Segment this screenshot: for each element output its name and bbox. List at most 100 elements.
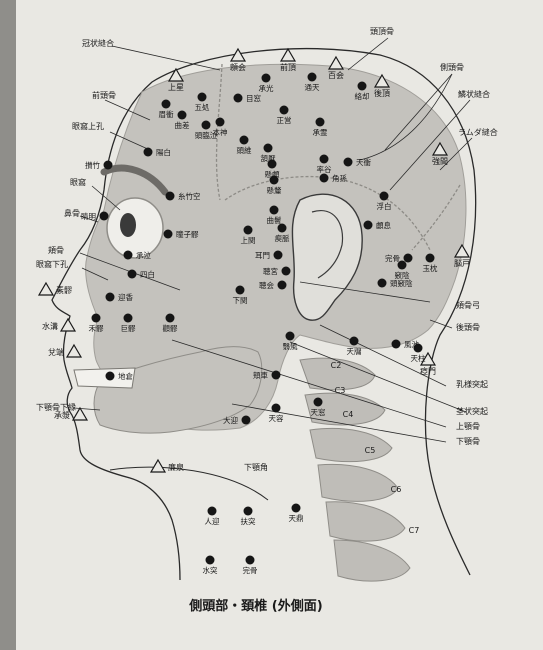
mandible-body [93, 346, 263, 434]
eye [120, 213, 136, 237]
point-dot-geikou [105, 292, 115, 302]
point-dot-tenyou [271, 403, 281, 413]
point-label-suikou: 水溝 [42, 321, 58, 331]
point-label-kanhyou: 完骨 [243, 565, 258, 575]
point-label-fuhaku: 浮白 [377, 201, 392, 211]
point-label-jousei: 上星 [168, 83, 184, 92]
point-label-kenro: 懸顱 [265, 169, 280, 179]
point-marker-datan [65, 343, 83, 358]
point-label-gekan: 下関 [233, 296, 248, 305]
point-label-kenryou: 顴髎 [163, 323, 178, 333]
point-label-bisou: 眉衝 [159, 109, 174, 119]
anatomy-label-orbit: 眼窩 [70, 177, 86, 187]
point-dot-koryou [123, 313, 133, 323]
point-label-yoohaku: 陽白 [156, 147, 171, 157]
point-dot-jokan [243, 225, 253, 235]
point-dot-gyokuchin [425, 253, 435, 263]
point-dot-sanchiku [103, 160, 113, 170]
point-dot-kyokubin [269, 205, 279, 215]
point-label-kankotsu: 完骨 [385, 253, 400, 263]
point-label-suitotsu: 水突 [203, 565, 218, 575]
ear-inner-fold [311, 210, 344, 279]
point-dot-zuirinkyu [201, 120, 211, 130]
point-label-karyou: 禾髎 [89, 324, 104, 333]
point-label-datan: 兌端 [48, 347, 64, 357]
point-dot-tensou [313, 397, 323, 407]
anatomy-label-temporal-bone: 側頭骨 [440, 62, 464, 72]
point-label-chiso: 地倉 [118, 371, 133, 381]
anatomy-label-mastoid-process: 乳様突起 [456, 379, 488, 389]
point-dot-zuikyouin [377, 278, 387, 288]
point-label-choukyuu: 聴宮 [263, 266, 278, 276]
point-marker-nouko [453, 243, 471, 258]
point-label-honjin: 本神 [213, 127, 228, 137]
point-dot-rakkyaku [357, 81, 367, 91]
point-label-gosho: 五処 [195, 102, 210, 112]
point-label-jingei: 人迎 [205, 516, 220, 526]
anatomy-label-maxilla: 上顎骨 [456, 422, 480, 431]
point-dot-kyouin [397, 260, 407, 270]
point-dot-kenro [267, 159, 277, 169]
point-marker-hyakue [327, 55, 345, 70]
point-label-kyousha: 頬車 [253, 370, 268, 380]
point-marker-kyouken [431, 141, 449, 156]
point-label-tenshou: 天衝 [356, 157, 371, 167]
vertebra-label-c2: C2 [331, 361, 342, 370]
point-dot-shousho [315, 117, 325, 127]
point-dot-choue [277, 280, 287, 290]
point-dot-shichikuku [165, 191, 175, 201]
point-label-shousho: 承霊 [313, 128, 328, 137]
point-dot-jimon [273, 250, 283, 260]
point-dot-tenchuu [413, 343, 423, 353]
anatomy-label-supraorbital-foramen: 眼窩上孔 [72, 121, 104, 131]
anatomy-label-styloid-process: 茎状突起 [456, 406, 488, 416]
point-dot-honjin [215, 117, 225, 127]
point-label-zuirinkyu: 頭臨泣 [195, 130, 218, 140]
anatomy-label-parietal-bone: 頭頂骨 [370, 27, 394, 36]
temporal-leader [359, 73, 453, 161]
point-dot-shihaku [127, 269, 137, 279]
point-label-jokan: 上関 [241, 236, 256, 245]
page-gutter-shadow [0, 0, 16, 650]
point-dot-mokusou [233, 93, 243, 103]
point-label-futotsu: 扶突 [241, 516, 256, 526]
point-label-kyokubin: 曲鬢 [267, 215, 282, 225]
anatomy-label-mandible-lower-edge: 下顎骨下縁 [36, 402, 76, 412]
point-label-soryou: 素髎 [56, 285, 72, 295]
teeth-row [73, 367, 136, 389]
point-label-mokusou: 目窓 [246, 93, 261, 103]
point-label-rensen: 廉泉 [168, 462, 184, 472]
point-dot-choukyuu [281, 266, 291, 276]
point-label-kenshi: 瘈脈 [275, 233, 290, 243]
point-label-jimon: 耳門 [255, 251, 270, 260]
point-label-kenri: 懸釐 [267, 185, 282, 195]
point-label-zuikyouin: 頭竅陰 [390, 278, 413, 288]
lambdoid-suture-line [411, 184, 461, 251]
point-dot-fuhaku [379, 191, 389, 201]
point-label-nouko: 脳戸 [454, 258, 470, 268]
point-dot-taigei [241, 415, 251, 425]
point-label-eifuu: 翳風 [283, 342, 298, 351]
point-label-gochou: 後頂 [374, 88, 390, 98]
point-dot-karyou [91, 313, 101, 323]
cervical-spine [299, 357, 411, 582]
point-label-taigei: 大迎 [223, 415, 238, 425]
point-label-rosoku: 顱息 [376, 220, 391, 230]
point-dot-shoukyuu [123, 250, 133, 260]
point-dot-suitotsu [205, 555, 215, 565]
point-label-aimon: 瘂門 [420, 366, 436, 376]
skull [85, 63, 467, 431]
vertebra-label-c7: C7 [409, 526, 420, 535]
point-dot-tsuuten [307, 72, 317, 82]
point-dot-kenri [269, 175, 279, 185]
vertebra-label-c6: C6 [391, 485, 402, 494]
point-dot-bisou [161, 99, 171, 109]
point-marker-suikou [59, 317, 77, 332]
anatomy-label-mandibular-angle: 下顎角 [244, 462, 268, 472]
point-marker-jousei [167, 67, 185, 82]
point-label-tougai: 顖会 [230, 62, 246, 72]
point-dot-kyousha [271, 370, 281, 380]
point-label-kakuson: 角孫 [332, 173, 347, 183]
